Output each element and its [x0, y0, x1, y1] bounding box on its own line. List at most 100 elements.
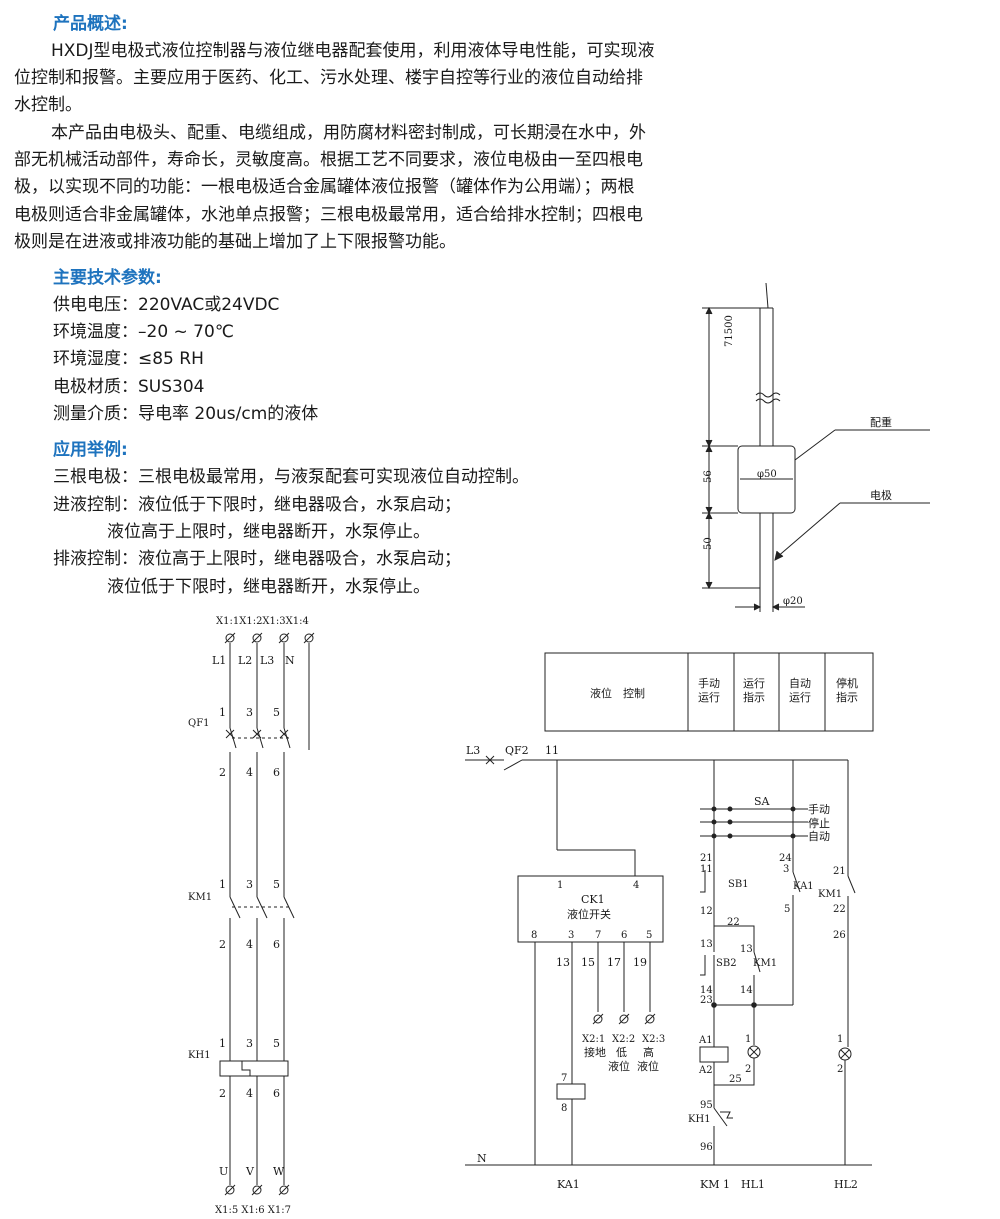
wire-num: 17	[607, 956, 621, 969]
header-auto-run-1: 自动	[789, 677, 811, 690]
num: 24	[779, 853, 792, 864]
num: 2	[745, 1064, 751, 1075]
x2-term: X2:1	[582, 1034, 605, 1045]
num: 21	[700, 853, 713, 864]
pin: 1	[219, 706, 226, 719]
kh1-label: KH1	[188, 1050, 211, 1061]
num: 96	[700, 1142, 713, 1153]
num: 3	[783, 864, 789, 875]
x2-term: X2:2	[612, 1034, 635, 1045]
dim-50: 50	[703, 537, 714, 550]
example-line: 进液控制：液位低于下限时，继电器吸合，水泵启动；	[53, 495, 461, 515]
wire-num: 13	[556, 956, 570, 969]
dim-71500: 71500	[724, 315, 735, 347]
l3-label: L3	[466, 744, 480, 757]
terminal-symbol	[224, 1184, 290, 1196]
output-u: U	[219, 1165, 228, 1178]
output-v: V	[245, 1165, 255, 1178]
overview-line: 本产品由电极头、配重、电缆组成，用防腐材料密封制成，可长期浸在水中，外	[51, 123, 646, 143]
header-manual-run-1: 手动	[698, 676, 720, 690]
wire-num: 15	[581, 956, 595, 969]
num: 1	[837, 1034, 843, 1045]
pin: 4	[246, 1087, 253, 1100]
num: 26	[833, 930, 846, 941]
km1-aux-label: KM1	[753, 958, 777, 969]
sb2-label: SB2	[716, 958, 737, 969]
pin: 4	[633, 880, 639, 891]
pin: 2	[219, 1087, 226, 1100]
num: 22	[833, 904, 846, 915]
pin: 4	[246, 766, 253, 779]
header-stop-ind-1: 停机	[836, 676, 858, 690]
pin: 4	[246, 938, 253, 951]
overview-line: 极，以实现不同的功能：一根电极适合金属罐体液位报警（罐体作为公用端）；两根	[14, 177, 635, 197]
sa-stop: 停止	[808, 816, 830, 830]
ka1-contact-label: KA1	[793, 881, 814, 892]
pin: 8	[531, 930, 537, 941]
num: 14	[700, 985, 713, 996]
bottom-label-hl1: HL1	[741, 1178, 765, 1191]
overview-line: HXDJ型电极式液位控制器与液位继电器配套使用，利用液体导电性能，可实现液	[51, 41, 655, 61]
overview-line: 极则是在进液或排液功能的基础上增加了上下限报警功能。	[14, 232, 456, 252]
ck1-title: CK1	[581, 893, 605, 906]
terminals-bottom: X1:5 X1:6 X1:7	[215, 1205, 291, 1216]
x2-label: 高	[643, 1045, 654, 1059]
num: 13	[740, 944, 753, 955]
bottom-label-hl2: HL2	[834, 1178, 858, 1191]
pin: 2	[219, 938, 226, 951]
pin: 3	[246, 878, 253, 891]
weight-diameter: φ50	[757, 469, 777, 480]
pin: 1	[219, 1037, 226, 1050]
pin: 1	[219, 878, 226, 891]
dim-56: 56	[703, 470, 714, 483]
x2-label: 液位	[608, 1059, 630, 1073]
pin: 6	[273, 766, 280, 779]
sa-label: SA	[754, 795, 771, 808]
x2-label: 低	[616, 1046, 627, 1059]
pin: 7	[595, 930, 601, 941]
example-line: 排液控制：液位高于上限时，继电器吸合，水泵启动；	[53, 549, 461, 569]
num: 95	[700, 1100, 713, 1111]
specs-heading: 主要技术参数:	[53, 268, 162, 288]
num: 5	[784, 904, 790, 915]
phase-l1: L1	[212, 654, 226, 667]
phase-l2: L2	[238, 654, 252, 667]
header-run-ind-1: 运行	[743, 677, 765, 690]
overview-line: 部无机械活动部件，寿命长，灵敏度高。根据工艺不同要求，液位电极由一至四根电	[14, 150, 643, 170]
pin: 7	[561, 1073, 567, 1084]
num: 2	[837, 1064, 843, 1075]
node-11: 11	[545, 744, 559, 757]
x2-label: 接地	[584, 1046, 606, 1059]
x2-term: X2:3	[642, 1034, 665, 1045]
num: 23	[700, 995, 713, 1006]
electrode-label: 电极	[870, 488, 892, 502]
num: A1	[698, 1035, 713, 1046]
pin: 6	[273, 1087, 280, 1100]
bottom-label-km1: KM 1	[700, 1178, 730, 1191]
sa-auto: 自动	[808, 830, 830, 843]
header-stop-ind-2: 指示	[836, 690, 858, 704]
km1-label: KM1	[188, 892, 212, 903]
num: 25	[729, 1074, 742, 1085]
num: 1	[745, 1034, 751, 1045]
example-line: 液位低于下限时，继电器断开，水泵停止。	[107, 577, 430, 597]
num: 21	[833, 866, 846, 877]
sa-manual: 手动	[808, 802, 830, 816]
spec-item: 测量介质：导电率 20us/cm的液体	[53, 404, 319, 424]
num: 12	[700, 906, 713, 917]
control-circuit	[465, 652, 874, 1166]
pin: 5	[273, 1037, 280, 1050]
pin: 5	[273, 706, 280, 719]
phase-n: N	[285, 654, 295, 667]
header-run-ind-2: 指示	[743, 690, 765, 704]
km1-nc-label: KM1	[818, 889, 842, 900]
wire-num: 19	[633, 956, 647, 969]
spec-item: 供电电压：220VAC或24VDC	[53, 295, 280, 315]
num: 22	[727, 917, 740, 928]
pin: 5	[273, 878, 280, 891]
weight-label: 配重	[870, 415, 892, 429]
num: 11	[700, 864, 713, 875]
num: 14	[740, 985, 753, 996]
overview-line: 位控制和报警。主要应用于医药、化工、污水处理、楼宇自控等行业的液位自动给排	[14, 68, 643, 88]
